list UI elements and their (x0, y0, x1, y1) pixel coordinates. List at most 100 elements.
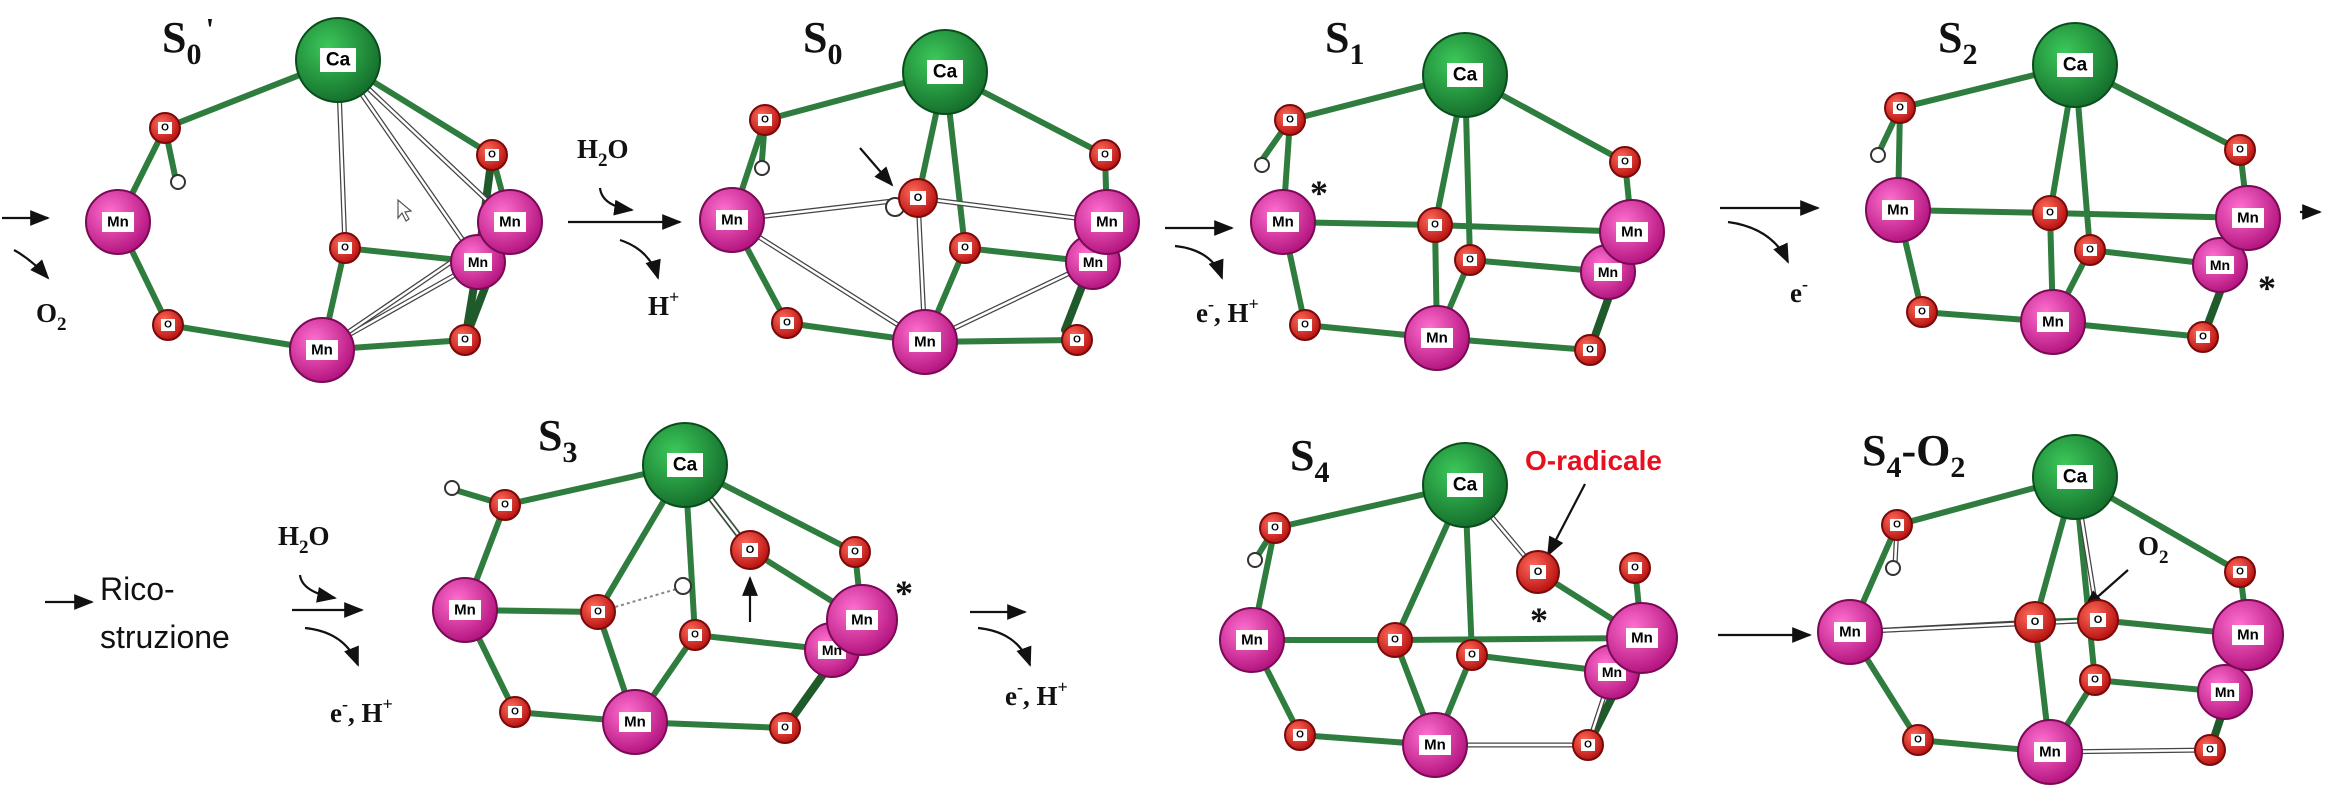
o-atom: O (1574, 334, 1606, 366)
state-title-s3: S3 (538, 411, 577, 469)
o-atom: O (2224, 556, 2256, 588)
svg-text:Mn: Mn (914, 334, 936, 351)
state-title-s0: S0 (803, 13, 842, 71)
ca-atom: Ca (902, 29, 988, 115)
o-atom: O (1089, 139, 1121, 171)
o-atom: O (949, 232, 981, 264)
pointer-arrow (1547, 483, 1586, 557)
svg-text:Mn: Mn (499, 214, 521, 231)
svg-text:Mn: Mn (2042, 314, 2064, 331)
o-atom: O (898, 178, 938, 218)
o-atom: O (769, 712, 801, 744)
ca-atom: Ca (1422, 32, 1508, 118)
mn-atom: Mn (1580, 244, 1636, 300)
mn-atom: Mn (1865, 177, 1931, 243)
svg-text:Mn: Mn (1272, 214, 1294, 231)
o-atom: O (1454, 244, 1486, 276)
svg-text:Mn: Mn (1426, 330, 1448, 347)
svg-text:O: O (783, 318, 791, 329)
svg-text:Ca: Ca (933, 62, 958, 83)
svg-text:O: O (1296, 730, 1304, 741)
ca-atom: Ca (1422, 442, 1508, 528)
cursor-icon (397, 198, 413, 222)
svg-text:Mn: Mn (1631, 630, 1653, 647)
cluster-s2: * Ca Mn Mn Mn Mn O O O O O O (1865, 22, 2281, 355)
mn-atom: Mn (1074, 189, 1140, 255)
svg-text:O: O (761, 115, 769, 126)
svg-text:O: O (1073, 335, 1081, 346)
cluster-s4: * Ca Mn Mn Mn Mn O O O O O O O (1219, 442, 1678, 778)
svg-text:O: O (1893, 520, 1901, 531)
o-atom: O (499, 696, 531, 728)
hydrogen-atom (1870, 147, 1886, 163)
o-atom: O (152, 309, 184, 341)
mn-atom: Mn (892, 309, 958, 375)
svg-text:Mn: Mn (2210, 257, 2230, 273)
electron-proton-label: e-, H+ (1196, 294, 1259, 328)
o-atom: O (1609, 146, 1641, 178)
cluster-s3: * Ca Mn Mn Mn Mn O O O O O O O (432, 422, 913, 755)
svg-text:Mn: Mn (624, 714, 646, 731)
o-atom: O (2074, 234, 2106, 266)
o-atom: O (329, 232, 361, 264)
reaction-arrow-entry: O2 (2, 210, 67, 335)
o-atom: O (1456, 639, 1488, 671)
svg-text:Mn: Mn (1887, 202, 1909, 219)
hydrogen-atom (1247, 552, 1263, 568)
mn-atom: Mn (1219, 607, 1285, 673)
svg-text:O: O (2091, 675, 2099, 686)
ca-atom: Ca (2032, 22, 2118, 108)
svg-text:O: O (1914, 735, 1922, 746)
o-atom: O (679, 619, 711, 651)
svg-text:O: O (511, 707, 519, 718)
o2-atom: O (2014, 601, 2056, 643)
svg-text:Mn: Mn (1424, 737, 1446, 754)
o-atom: O (730, 530, 770, 570)
o-atom: O (449, 324, 481, 356)
mn-atom: Mn (289, 317, 355, 383)
mn-atom: Mn (2020, 289, 2086, 355)
svg-text:O: O (961, 243, 969, 254)
mn-atom: Mn (1606, 602, 1678, 674)
svg-text:Mn: Mn (468, 254, 488, 270)
reaction-arrow-s0prime-s0: H2O H+ (568, 134, 682, 321)
o-atom: O (1274, 104, 1306, 136)
o-radical-label: O-radicale (1525, 445, 1662, 476)
hydrogen-atom (754, 160, 770, 176)
o-atom: O (1289, 309, 1321, 341)
mn-atom: Mn (2197, 664, 2253, 720)
svg-text:O: O (1286, 115, 1294, 126)
svg-text:O: O (1621, 157, 1629, 168)
svg-text:O: O (501, 500, 509, 511)
svg-text:Mn: Mn (2215, 684, 2235, 700)
svg-text:O: O (2086, 245, 2094, 256)
o-atom: O (2032, 195, 2068, 231)
ca-atom: Ca (295, 17, 381, 103)
svg-text:Ca: Ca (673, 455, 698, 476)
svg-text:Ca: Ca (2063, 467, 2088, 488)
o-atom: O (2224, 134, 2256, 166)
svg-text:Ca: Ca (1453, 65, 1478, 86)
mn-atom: Mn (699, 187, 765, 253)
o-atom: O (489, 489, 521, 521)
mn-atom: Mn (602, 689, 668, 755)
svg-text:O: O (914, 192, 923, 204)
svg-text:O: O (2094, 614, 2103, 626)
svg-text:Mn: Mn (1096, 214, 1118, 231)
svg-text:O: O (161, 123, 169, 134)
electron-proton-label-3: e-, H+ (1005, 677, 1068, 711)
radical-star: * (895, 573, 913, 613)
radical-star: * (1310, 173, 1328, 213)
svg-text:Mn: Mn (1241, 632, 1263, 649)
reconstruction-label-line2: struzione (100, 619, 230, 655)
svg-text:O: O (2046, 208, 2054, 219)
mn-atom: Mn (2212, 599, 2284, 671)
mn-atom: Mn (1402, 712, 1468, 778)
state-title-s4-o2: S4-O2 (1862, 426, 1965, 484)
svg-text:Mn: Mn (311, 342, 333, 359)
svg-text:O: O (164, 320, 172, 331)
o-atom: O (1881, 509, 1913, 541)
svg-text:O: O (781, 723, 789, 734)
o-atom: O (1619, 552, 1651, 584)
